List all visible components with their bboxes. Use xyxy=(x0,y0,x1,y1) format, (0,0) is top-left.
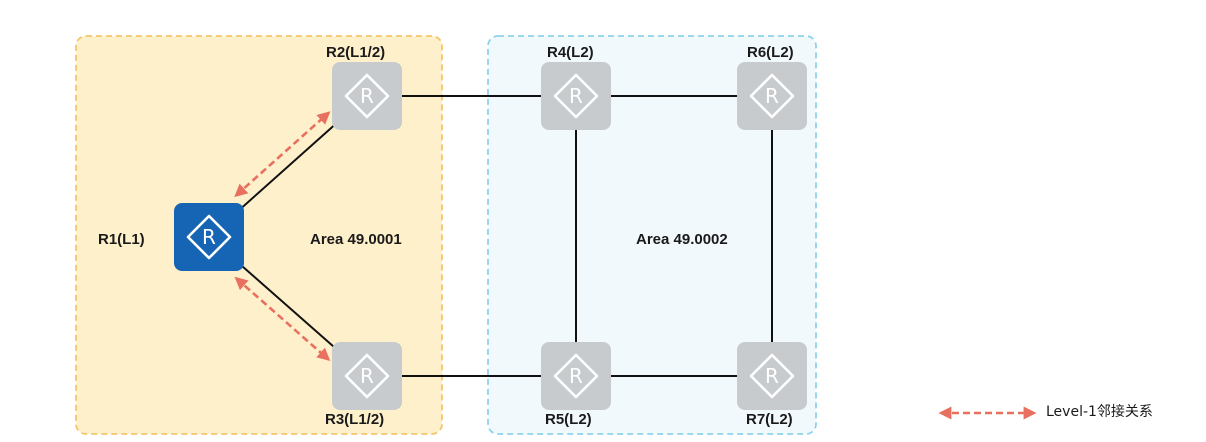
router-r4[interactable]: R xyxy=(541,62,611,130)
router-body xyxy=(332,342,402,410)
adjacency-arrow-r1-r3 xyxy=(234,276,331,362)
router-body xyxy=(541,342,611,410)
router-body xyxy=(174,203,244,271)
router-body xyxy=(332,62,402,130)
router-icon: R xyxy=(186,214,232,260)
router-glyph: R xyxy=(202,225,216,249)
router-r1[interactable]: R xyxy=(174,203,244,271)
router-icon: R xyxy=(553,73,599,119)
router-icon: R xyxy=(553,353,599,399)
router-label-r5: R5(L2) xyxy=(545,411,592,428)
router-label-r7: R7(L2) xyxy=(746,411,793,428)
router-icon: R xyxy=(344,73,390,119)
router-r3[interactable]: R xyxy=(332,342,402,410)
router-r2[interactable]: R xyxy=(332,62,402,130)
router-glyph: R xyxy=(360,364,374,388)
adjacency-arrows xyxy=(234,111,331,362)
router-label-r2: R2(L1/2) xyxy=(326,44,386,61)
router-icon: R xyxy=(749,353,795,399)
routers: R R R R R R R xyxy=(174,62,807,410)
router-glyph: R xyxy=(569,364,583,388)
router-body xyxy=(737,62,807,130)
legend-label: Level-1邻接关系 xyxy=(1046,404,1153,420)
area-label-49-0002: Area 49.0002 xyxy=(636,231,728,248)
area-49-0001 xyxy=(75,35,443,435)
router-glyph: R xyxy=(569,84,583,108)
router-r6[interactable]: R xyxy=(737,62,807,130)
router-r7[interactable]: R xyxy=(737,342,807,410)
router-glyph: R xyxy=(360,84,374,108)
adjacency-arrow-r1-r2 xyxy=(234,111,331,198)
router-body xyxy=(541,62,611,130)
router-r5[interactable]: R xyxy=(541,342,611,410)
router-glyph: R xyxy=(765,84,779,108)
router-label-r1: R1(L1) xyxy=(98,231,145,248)
router-body xyxy=(737,342,807,410)
router-glyph: R xyxy=(765,364,779,388)
area-label-49-0001: Area 49.0001 xyxy=(310,231,402,248)
router-label-r4: R4(L2) xyxy=(547,44,594,61)
router-label-r6: R6(L2) xyxy=(747,44,794,61)
router-icon: R xyxy=(344,353,390,399)
router-icon: R xyxy=(749,73,795,119)
router-label-r3: R3(L1/2) xyxy=(325,411,385,428)
area-49-0002 xyxy=(487,35,817,435)
